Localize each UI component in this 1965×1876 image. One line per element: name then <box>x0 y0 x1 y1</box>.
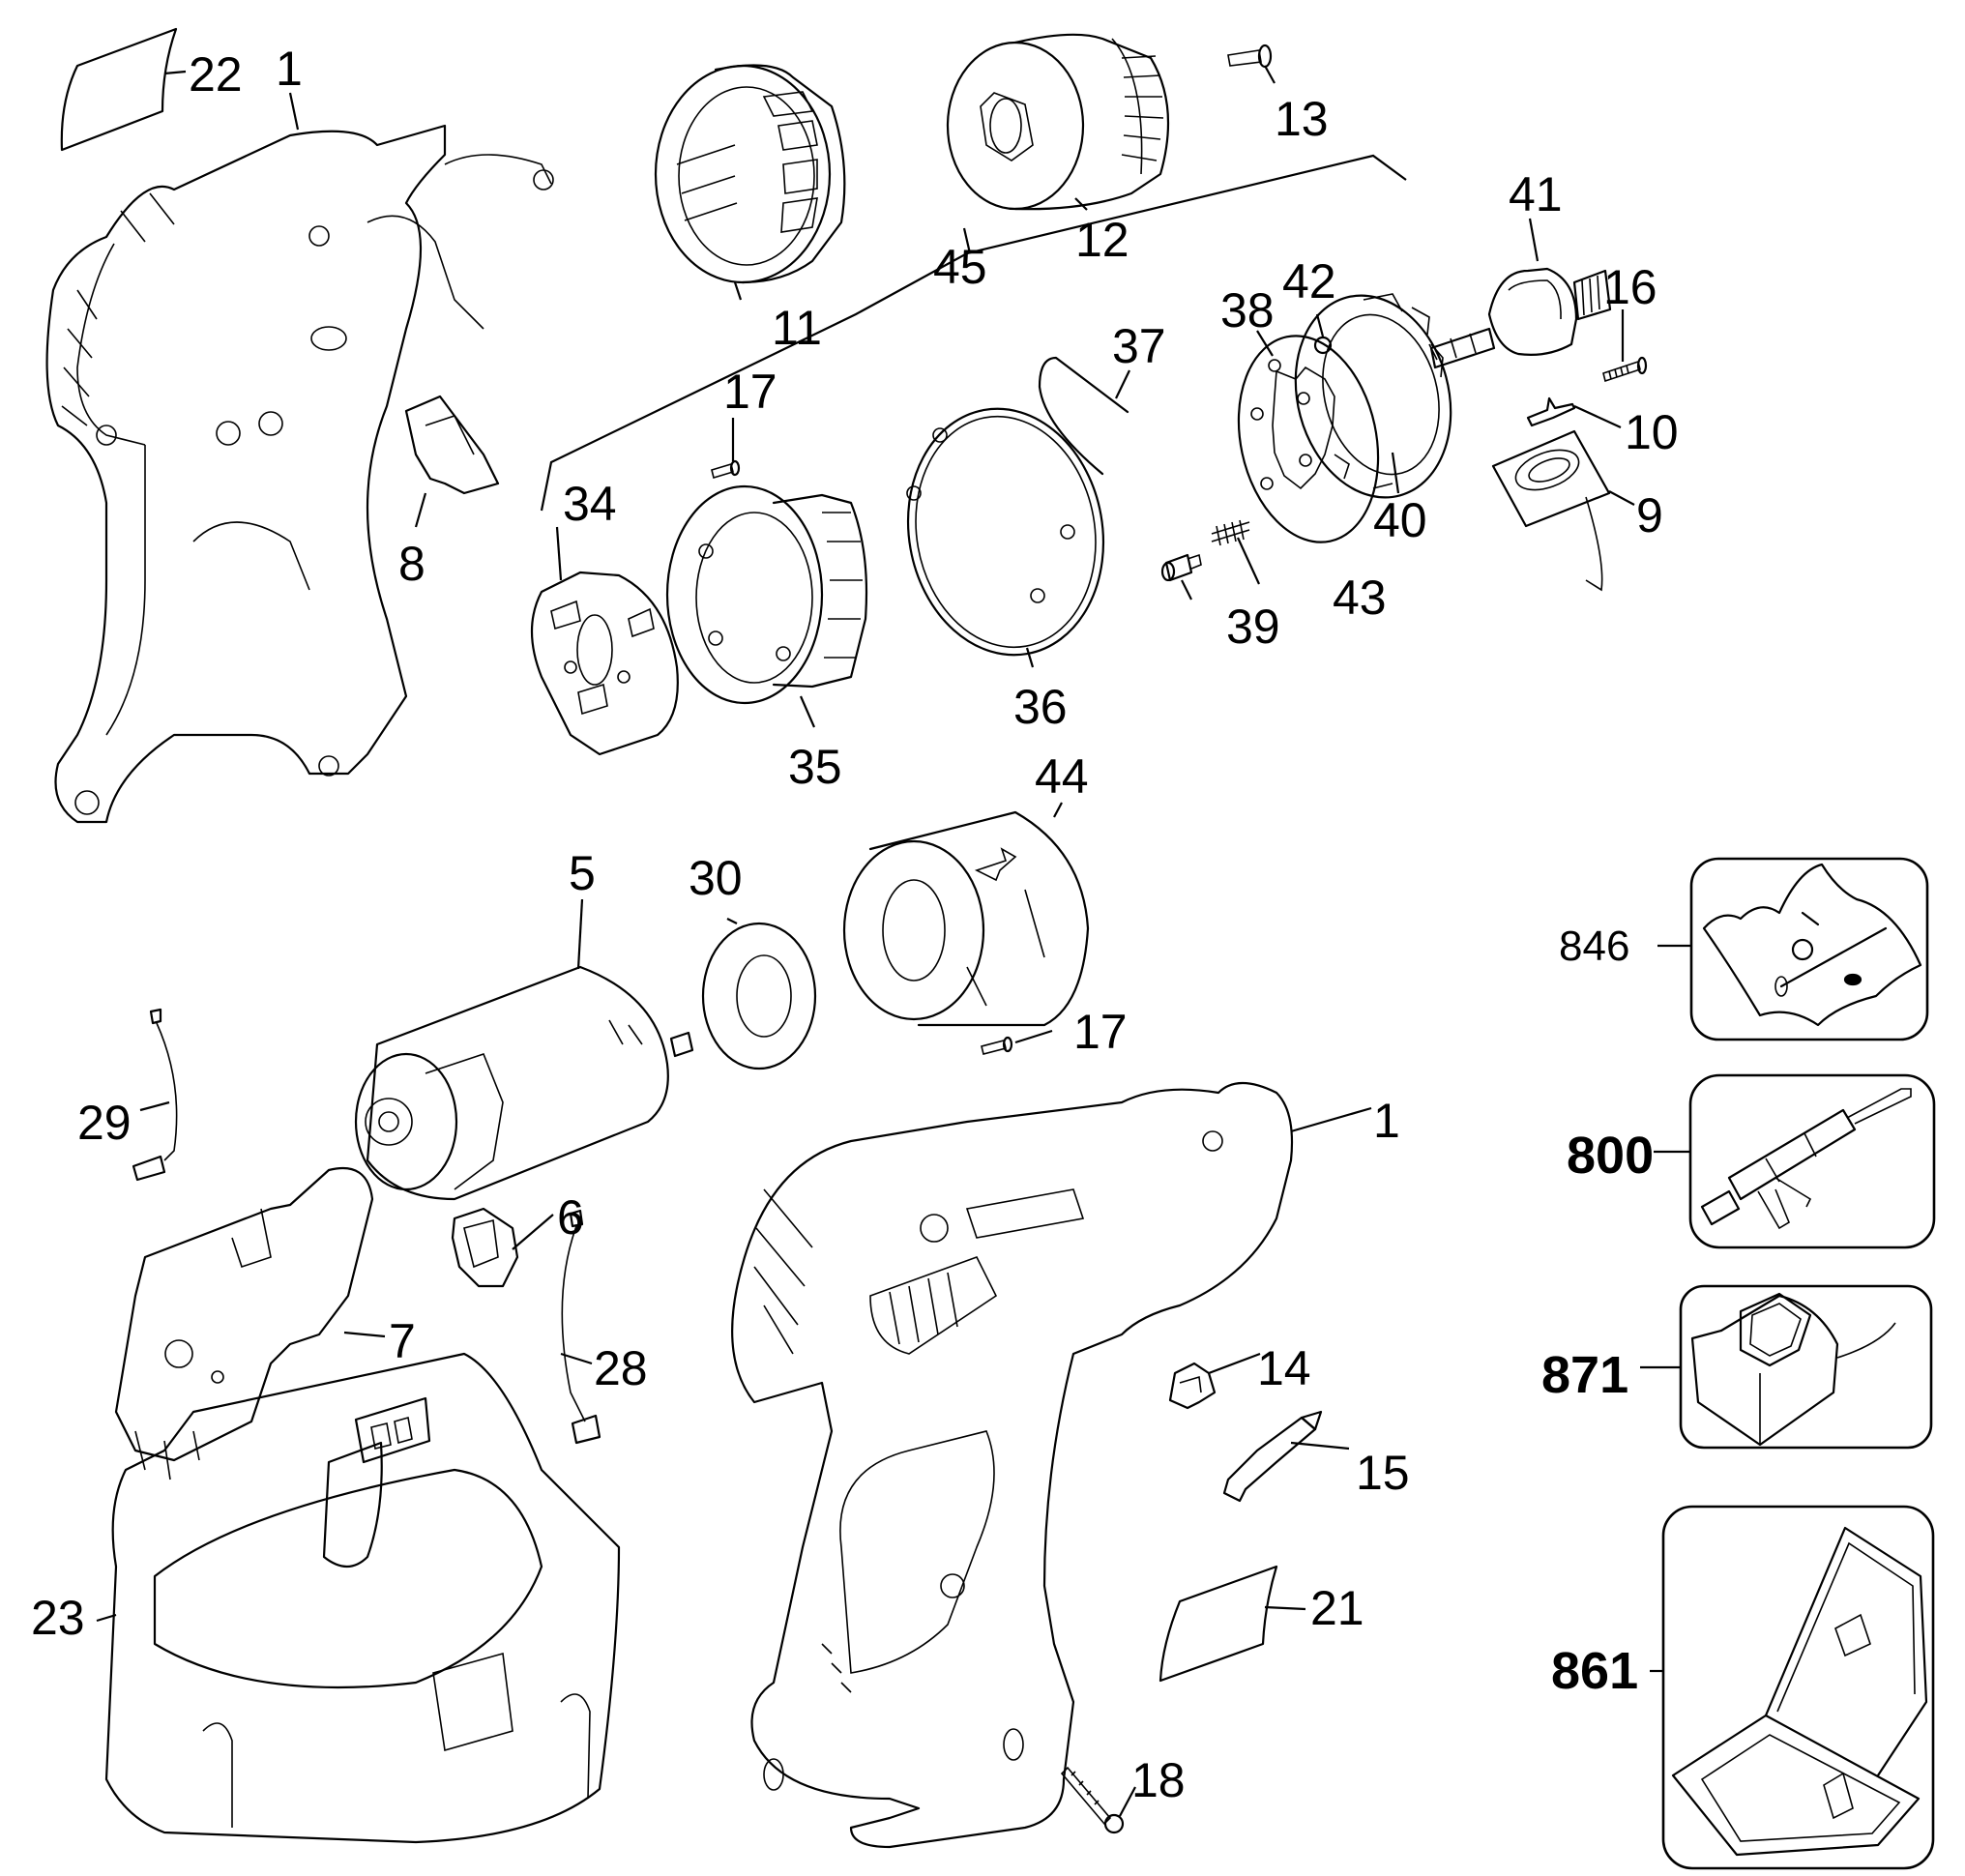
callout-41: 41 <box>1509 167 1563 221</box>
part-21-label: 21 <box>1158 1565 1364 1683</box>
accessory-861-carrying-case: 861 <box>1551 1505 1935 1870</box>
part-7-switch: 7 <box>114 1166 416 1480</box>
part-17-screw-mid: 17 <box>981 1005 1128 1059</box>
callout-39: 39 <box>1226 600 1280 654</box>
callout-10: 10 <box>1625 405 1679 459</box>
accessory-871-charger: 871 <box>1541 1284 1933 1450</box>
callout-37: 37 <box>1112 319 1166 373</box>
callout-7: 7 <box>389 1314 416 1368</box>
callout-34: 34 <box>563 477 617 531</box>
part-40-clutch-ring: 40 <box>1294 293 1452 547</box>
part-22-label: 22 <box>60 27 243 152</box>
callout-38: 38 <box>1220 283 1275 337</box>
callout-11: 11 <box>772 301 822 355</box>
callout-28: 28 <box>594 1341 648 1395</box>
part-16-screw: 16 <box>1602 260 1657 383</box>
part-43-spring: 43 <box>1211 519 1387 625</box>
part-17-screw-top: 17 <box>711 365 777 480</box>
callout-42: 42 <box>1282 254 1336 308</box>
part-28-lead-wire: 28 <box>560 1209 648 1445</box>
part-10-spring-clip: 10 <box>1526 396 1679 459</box>
callout-861: 861 <box>1551 1642 1638 1700</box>
callout-35: 35 <box>788 740 842 794</box>
part-5-motor: 5 <box>354 846 694 1201</box>
callout-17-top: 17 <box>723 365 777 419</box>
part-44-transmission-housing: 44 <box>842 749 1090 1027</box>
callout-22: 22 <box>189 47 243 102</box>
callout-23: 23 <box>31 1591 85 1645</box>
part-6-brush-holder: 6 <box>451 1190 584 1288</box>
callout-1-top: 1 <box>276 42 303 96</box>
callout-5: 5 <box>569 846 596 900</box>
callout-1-bottom: 1 <box>1373 1094 1400 1148</box>
callout-8: 8 <box>398 537 425 591</box>
part-41-spindle: 41 <box>1428 167 1612 369</box>
part-36-ring: 36 <box>906 407 1105 734</box>
part-14-bit-clip: 14 <box>1168 1341 1311 1410</box>
part-30-washer: 30 <box>689 851 817 1070</box>
part-34-clutch-plate: 34 <box>530 477 679 756</box>
part-45-assembly-bracket: 45 <box>540 154 1407 512</box>
callout-36: 36 <box>1013 680 1068 734</box>
callout-44: 44 <box>1035 749 1089 804</box>
callout-13: 13 <box>1275 92 1329 146</box>
part-37-wire-spring: 37 <box>1038 319 1166 476</box>
callout-18: 18 <box>1131 1753 1186 1807</box>
part-42-ball: 42 <box>1282 254 1336 355</box>
part-35-gear-case: 35 <box>665 484 868 794</box>
callout-17-mid: 17 <box>1073 1005 1128 1059</box>
part-15-screwdriver-bit: 15 <box>1222 1410 1410 1503</box>
callout-14: 14 <box>1257 1341 1311 1395</box>
callout-30: 30 <box>689 851 743 905</box>
part-1-housing-half: 1 <box>45 42 554 824</box>
callout-800: 800 <box>1567 1127 1654 1185</box>
part-23-battery-pack: 23 <box>31 1352 621 1844</box>
callout-40: 40 <box>1373 493 1427 547</box>
callout-29: 29 <box>77 1096 132 1150</box>
callout-43: 43 <box>1333 571 1387 625</box>
part-38-clutch-washer: 38 <box>1220 283 1380 543</box>
callout-846: 846 <box>1559 923 1629 970</box>
callout-9: 9 <box>1636 488 1663 542</box>
callout-45: 45 <box>933 240 987 294</box>
accessory-800-tool: 800 <box>1567 1073 1936 1249</box>
callout-21: 21 <box>1310 1581 1364 1635</box>
callout-871: 871 <box>1541 1346 1628 1404</box>
part-29-lead-wire: 29 <box>77 1008 178 1182</box>
part-13-screw: 13 <box>1227 44 1329 146</box>
part-11-collar: 11 <box>654 64 846 355</box>
part-39-pin: 39 <box>1160 553 1280 654</box>
callout-16: 16 <box>1603 260 1657 314</box>
part-18-screw: 18 <box>1060 1753 1186 1834</box>
part-1-housing-assembled: 1 <box>731 1082 1400 1849</box>
part-9-bit-holder: 9 <box>1491 429 1663 592</box>
part-8-clip: 8 <box>398 395 500 591</box>
callout-15: 15 <box>1356 1446 1410 1500</box>
accessory-846-hardware-kit: 846 <box>1559 857 1929 1041</box>
